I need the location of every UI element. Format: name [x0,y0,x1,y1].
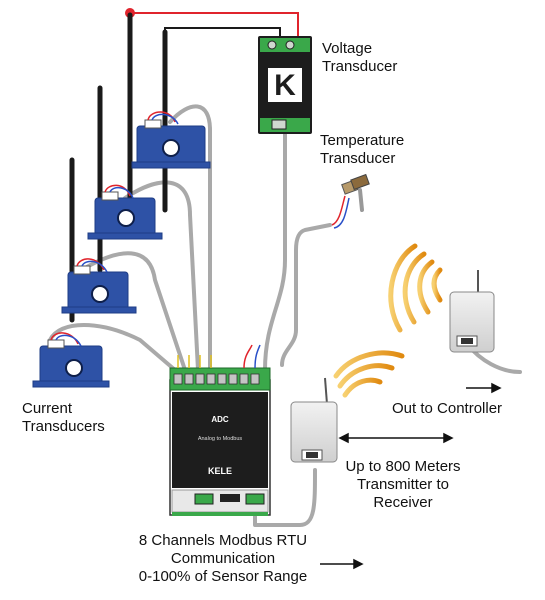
wireless-transmitter [290,377,338,463]
receiver-radio-waves-icon [388,243,443,333]
voltage-transducer: K [258,36,312,134]
voltage-drop-wire [164,27,281,40]
adc-module: ADC Analog to Modbus KELE [169,344,271,516]
temperature-transducer-label: Temperature Transducer [320,132,404,168]
cable-ct1-adc [168,104,212,372]
voltage-label-line1: Voltage [322,40,373,57]
range-double-arrow [338,432,454,444]
temperature-transducer [331,173,370,229]
wireless-receiver [449,270,495,353]
voltage-label-line2: Transducer [322,58,398,75]
out-to-controller-label: Out to Controller [392,400,503,417]
current-label-line1: Current [22,400,73,417]
adc-title: ADC [211,415,229,424]
temperature-label-line1: Temperature [320,132,405,149]
voltage-logo-letter: K [274,69,296,102]
adc-desc-line1: 8 Channels Modbus RTU [138,532,308,549]
cable-ct4-adc [48,323,177,372]
range-label-line2: Transmitter to [357,476,449,493]
adc-desc-line2: Communication [170,550,276,567]
adc-desc-line3: 0-100% of Sensor Range [138,568,308,585]
cable-voltage-adc [263,128,287,372]
adc-logo-text: KELE [208,466,232,476]
current-transducers-label: Current Transducers [22,400,105,436]
range-label-line3: Receiver [373,494,433,511]
voltage-sense-wire [130,12,299,40]
out-to-controller-arrow [466,382,502,394]
adc-subtitle: Analog to Modbus [198,436,243,442]
voltage-transducer-label: Voltage Transducer [322,40,397,76]
cable-adc-transmitter [253,468,317,527]
modbus-output-arrow [320,558,364,570]
transmitter-radio-waves-icon [333,350,405,398]
current-transducer-4 [32,332,110,388]
conductors [69,12,168,323]
current-transducer-2 [87,184,163,240]
range-label-line1: Up to 800 Meters [345,458,461,475]
current-transducer-1 [131,111,211,169]
cable-temperature-adc [280,223,332,367]
kele-logo-icon [268,68,302,102]
adc-description-label: 8 Channels Modbus RTU Communication 0-10… [118,532,328,586]
cable-ct2-adc [123,180,200,372]
current-label-line2: Transducers [22,418,105,435]
current-transducer-3 [61,258,137,314]
temperature-label-line2: Transducer [320,150,396,167]
range-label: Up to 800 Meters Transmitter to Receiver [328,458,478,512]
